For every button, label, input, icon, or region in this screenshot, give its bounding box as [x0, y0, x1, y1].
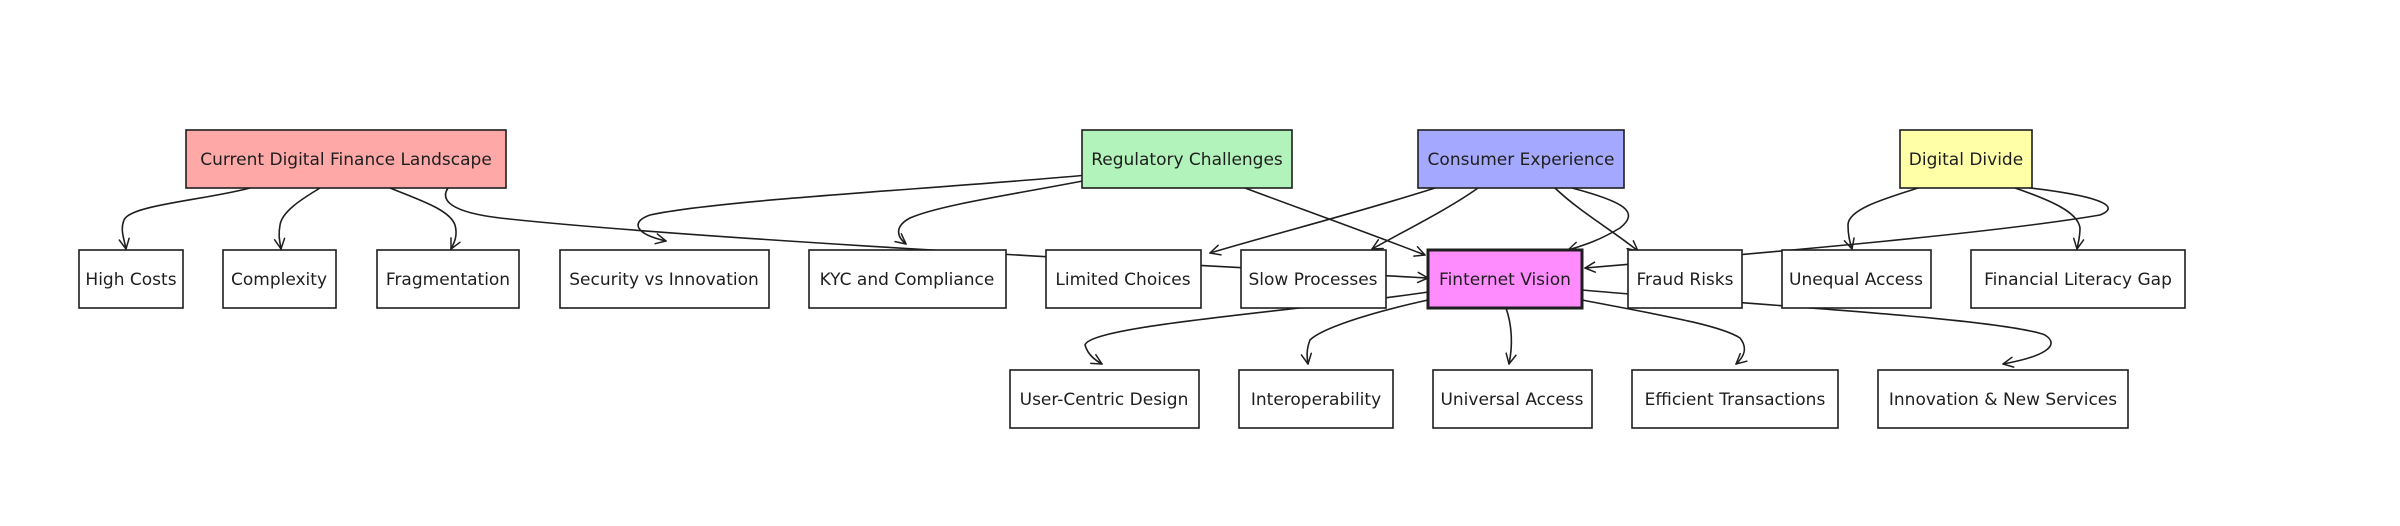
node-slow-processes[interactable]: Slow Processes: [1240, 249, 1387, 309]
edge-consumer-to-finternet: [1567, 187, 1630, 253]
node-digital-divide[interactable]: Digital Divide: [1899, 129, 2033, 189]
svg-text:User-Centric Design: User-Centric Design: [1020, 390, 1189, 410]
svg-text:Universal Access: Universal Access: [1440, 390, 1583, 410]
svg-text:High Costs: High Costs: [85, 270, 176, 290]
node-finternet-vision[interactable]: Finternet Vision: [1426, 248, 1584, 310]
edge-divide-to-literacy: [2014, 187, 2085, 250]
svg-text:Financial Literacy Gap: Financial Literacy Gap: [1984, 270, 2172, 290]
edge-consumer-to-slow: [1371, 187, 1479, 250]
edge-consumer-to-fraud: [1554, 187, 1639, 252]
node-financial-literacy-gap[interactable]: Financial Literacy Gap: [1970, 249, 2186, 309]
edge-divide-to-unequal: [1843, 187, 1919, 250]
node-high-costs[interactable]: High Costs: [78, 249, 184, 309]
edge-landscape-to-high-costs: [118, 187, 251, 250]
node-consumer-experience[interactable]: Consumer Experience: [1417, 129, 1625, 189]
node-regulatory-challenges[interactable]: Regulatory Challenges: [1081, 129, 1293, 189]
svg-text:Consumer Experience: Consumer Experience: [1428, 150, 1615, 170]
edge-finternet-to-interop: [1300, 299, 1429, 365]
node-interoperability[interactable]: Interoperability: [1238, 369, 1394, 429]
node-efficient-transactions[interactable]: Efficient Transactions: [1631, 369, 1839, 429]
svg-text:Finternet Vision: Finternet Vision: [1439, 270, 1571, 290]
svg-text:Fraud Risks: Fraud Risks: [1636, 270, 1733, 290]
svg-text:Unequal Access: Unequal Access: [1789, 270, 1923, 290]
node-security-vs-innovation[interactable]: Security vs Innovation: [559, 249, 770, 309]
node-fraud-risks[interactable]: Fraud Risks: [1627, 249, 1743, 309]
edge-finternet-to-efficient: [1581, 299, 1748, 365]
edge-regulatory-to-finternet: [1244, 187, 1426, 257]
svg-text:KYC and Compliance: KYC and Compliance: [820, 270, 995, 290]
node-complexity[interactable]: Complexity: [222, 249, 337, 309]
node-limited-choices[interactable]: Limited Choices: [1045, 249, 1202, 309]
svg-text:Slow Processes: Slow Processes: [1248, 270, 1377, 290]
svg-text:Current Digital Finance Landsc: Current Digital Finance Landscape: [200, 150, 492, 170]
node-kyc-and-compliance[interactable]: KYC and Compliance: [808, 249, 1007, 309]
svg-text:Limited Choices: Limited Choices: [1055, 270, 1190, 290]
node-fragmentation[interactable]: Fragmentation: [376, 249, 520, 309]
node-current-digital-finance-landscape[interactable]: Current Digital Finance Landscape: [185, 129, 507, 189]
edge-landscape-to-finternet: [444, 187, 1429, 284]
edge-regulatory-to-security: [637, 174, 1089, 245]
node-unequal-access[interactable]: Unequal Access: [1781, 249, 1932, 309]
edge-consumer-to-limited: [1209, 187, 1436, 256]
nodes-layer: Current Digital Finance Landscape Regula…: [78, 129, 2186, 429]
svg-text:Interoperability: Interoperability: [1251, 390, 1381, 410]
svg-text:Fragmentation: Fragmentation: [386, 270, 510, 290]
svg-text:Efficient Transactions: Efficient Transactions: [1645, 390, 1826, 410]
node-user-centric-design[interactable]: User-Centric Design: [1009, 369, 1200, 429]
edge-landscape-to-complexity: [273, 187, 321, 250]
edge-regulatory-to-kyc: [894, 179, 1089, 245]
node-innovation-and-new-services[interactable]: Innovation & New Services: [1877, 369, 2129, 429]
svg-text:Digital Divide: Digital Divide: [1909, 150, 2023, 170]
edge-finternet-to-universal: [1505, 307, 1517, 365]
svg-text:Regulatory Challenges: Regulatory Challenges: [1091, 150, 1283, 170]
svg-text:Security vs Innovation: Security vs Innovation: [569, 270, 759, 290]
edge-landscape-to-fragmentation: [389, 187, 461, 250]
svg-text:Innovation & New Services: Innovation & New Services: [1889, 390, 2117, 410]
node-universal-access[interactable]: Universal Access: [1432, 369, 1593, 429]
svg-text:Complexity: Complexity: [231, 270, 327, 290]
